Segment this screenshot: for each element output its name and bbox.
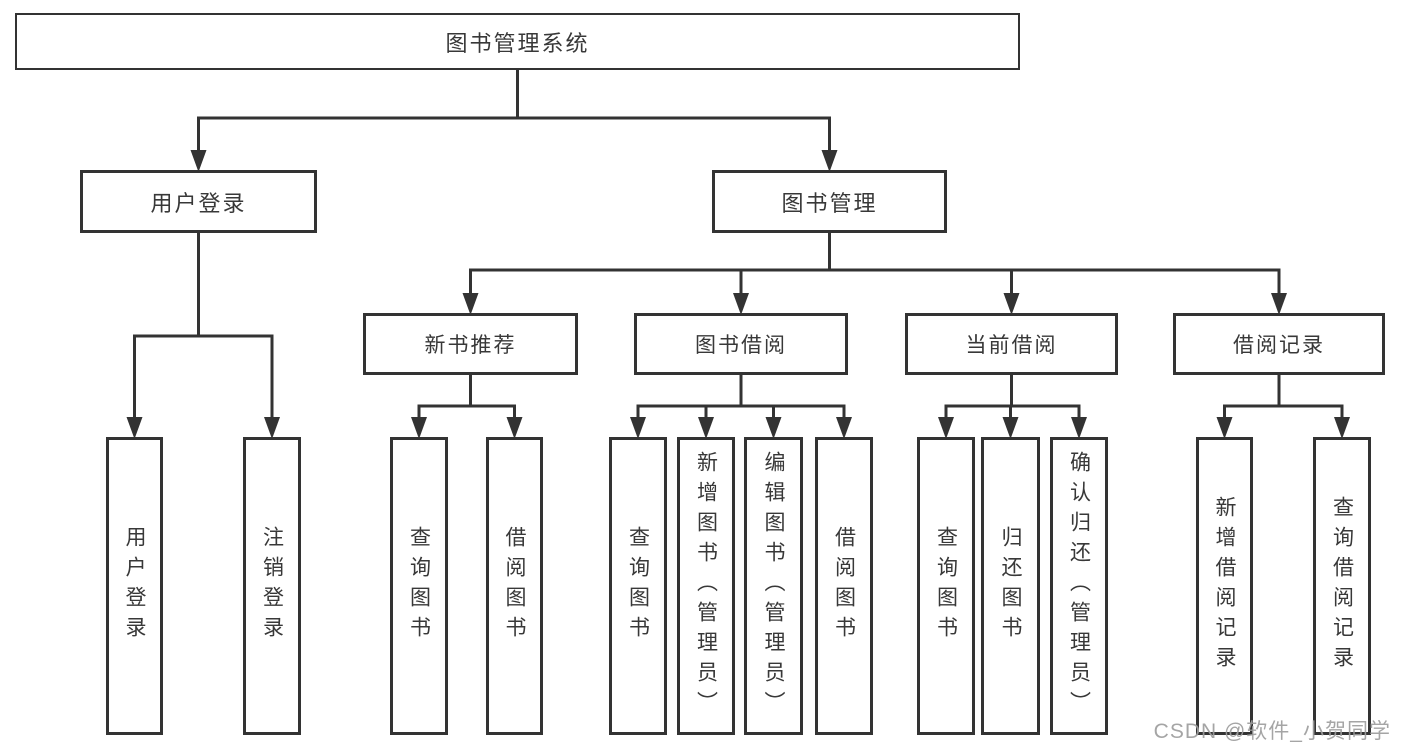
node-borrow-books-2: 借阅图书: [815, 437, 873, 735]
node-query-books-2: 查询图书: [609, 437, 667, 735]
arrowhead-icon: [938, 417, 954, 439]
arrowhead-icon: [1003, 293, 1020, 315]
node-label-borrowing-records: 借阅记录: [1233, 334, 1325, 357]
node-label-book-borrowing: 图书借阅: [695, 334, 787, 357]
node-label-query-books-1: 查询图书: [407, 526, 431, 646]
node-current-borrowing: 当前借阅: [905, 313, 1118, 375]
node-label-edit-books-admin: 编辑图书（管理员）: [762, 451, 785, 721]
arrowhead-icon: [698, 417, 714, 439]
csdn-watermark: CSDN @软件_小贺同学: [1153, 720, 1391, 743]
node-borrow-books-1: 借阅图书: [486, 437, 543, 735]
node-query-books-1: 查询图书: [390, 437, 448, 735]
node-label-user-login: 用户登录: [150, 190, 247, 216]
arrowhead-icon: [1216, 417, 1233, 439]
node-label-confirm-return-admin: 确认归还（管理员）: [1067, 451, 1091, 721]
node-system: 图书管理系统: [15, 13, 1020, 70]
node-return-books: 归还图书: [981, 437, 1040, 735]
node-label-add-borrow-record: 新增借阅记录: [1213, 496, 1236, 676]
node-borrowing-records: 借阅记录: [1173, 313, 1385, 375]
node-label-query-books-3: 查询图书: [934, 526, 958, 646]
node-user-login-leaf: 用户登录: [106, 437, 163, 735]
node-new-book-recommend: 新书推荐: [363, 313, 578, 375]
node-user-login: 用户登录: [80, 170, 317, 233]
arrowhead-icon: [1271, 293, 1287, 315]
node-query-borrow-record: 查询借阅记录: [1313, 437, 1371, 735]
arrowhead-icon: [1071, 417, 1087, 439]
node-add-borrow-record: 新增借阅记录: [1196, 437, 1253, 735]
arrowhead-icon: [836, 417, 852, 439]
node-add-books-admin: 新增图书（管理员）: [677, 437, 735, 735]
node-label-borrow-books-1: 借阅图书: [503, 526, 526, 646]
node-label-logout-leaf: 注销登录: [260, 526, 284, 646]
arrowhead-icon: [264, 417, 280, 439]
node-label-return-books: 归还图书: [999, 526, 1022, 646]
arrowhead-icon: [190, 150, 207, 172]
arrowhead-icon: [630, 417, 646, 439]
node-query-books-3: 查询图书: [917, 437, 975, 735]
arrowhead-icon: [733, 293, 749, 315]
arrowhead-icon: [411, 417, 427, 439]
node-label-current-borrowing: 当前借阅: [965, 334, 1058, 357]
node-book-borrowing: 图书借阅: [634, 313, 848, 375]
node-label-query-borrow-record: 查询借阅记录: [1330, 496, 1354, 676]
arrowhead-icon: [821, 150, 838, 172]
node-label-system: 图书管理系统: [445, 30, 590, 56]
arrowhead-icon: [126, 417, 143, 439]
arrowhead-icon: [506, 417, 523, 439]
arrowhead-icon: [1002, 417, 1019, 439]
arrowhead-icon: [462, 293, 479, 315]
node-confirm-return-admin: 确认归还（管理员）: [1050, 437, 1108, 735]
node-label-book-management: 图书管理: [781, 190, 878, 216]
node-logout-leaf: 注销登录: [243, 437, 301, 735]
node-edit-books-admin: 编辑图书（管理员）: [744, 437, 803, 735]
node-label-add-books-admin: 新增图书（管理员）: [694, 451, 718, 721]
node-label-user-login-leaf: 用户登录: [123, 526, 146, 646]
arrowhead-icon: [1334, 417, 1350, 439]
node-label-query-books-2: 查询图书: [626, 526, 650, 646]
node-label-new-book-recommend: 新书推荐: [424, 334, 517, 357]
node-label-borrow-books-2: 借阅图书: [832, 526, 856, 646]
arrowhead-icon: [765, 417, 782, 439]
node-book-management: 图书管理: [712, 170, 947, 233]
